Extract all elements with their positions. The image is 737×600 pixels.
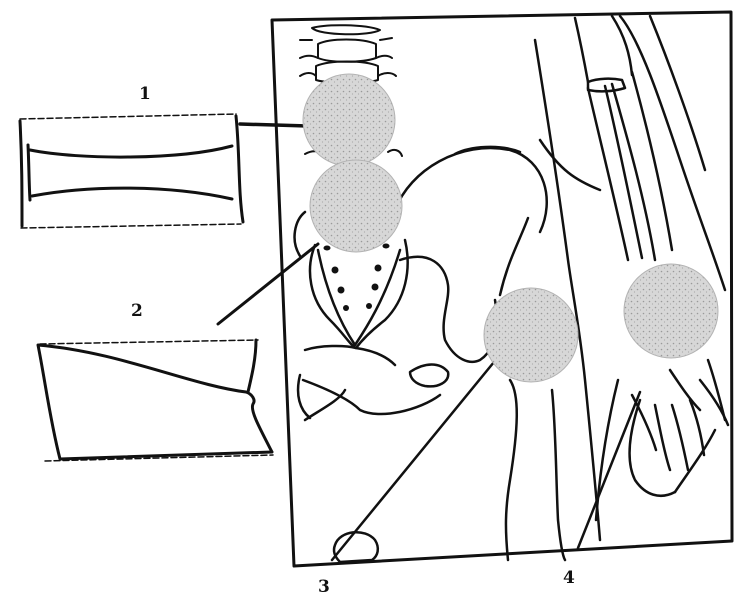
leader-line-1 (240, 124, 308, 126)
highlight-wrist-joint (624, 264, 718, 358)
label-2: 2 (131, 303, 143, 320)
inset-wedge-segment (38, 340, 273, 461)
label-1: 1 (139, 86, 151, 103)
label-4: 4 (563, 570, 575, 587)
highlight-hip-joint (484, 288, 578, 382)
highlight-lumbosacral (310, 160, 402, 252)
leader-line-2 (218, 244, 318, 324)
label-3: 3 (318, 579, 330, 596)
leader-line-3 (332, 362, 494, 560)
highlight-lumbar-disc (303, 74, 395, 166)
inset-disc-segment (20, 114, 243, 228)
